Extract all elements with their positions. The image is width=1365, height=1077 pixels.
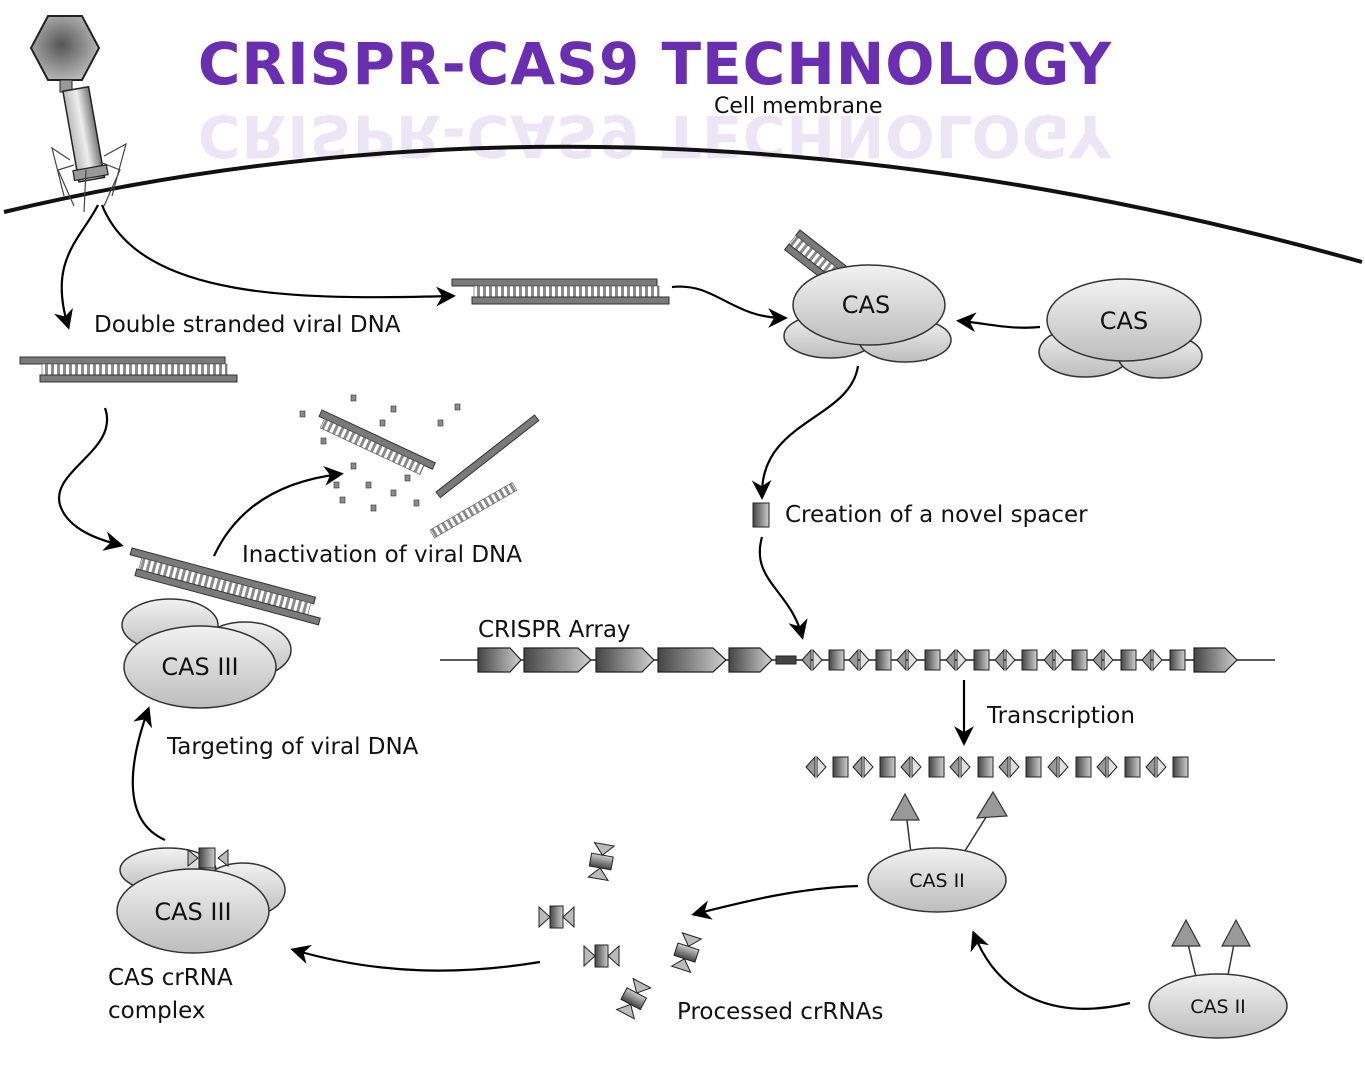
cas2-free-protein: CAS II (1148, 918, 1288, 1039)
arrow-free-cas2-to-bound (970, 930, 1131, 1010)
cas3-targeting-label: CAS III (161, 653, 238, 681)
novel-spacer (752, 502, 770, 528)
arrow-free-cas-to-complex (956, 312, 1041, 333)
label-cas-crrna-line1: CAS crRNA (108, 965, 233, 991)
cas2-bound-protein: CAS II (867, 790, 1009, 913)
cas3-crrna-complex: CAS III (116, 847, 286, 954)
label-targeting: Targeting of viral DNA (166, 734, 419, 760)
label-crispr-array: CRISPR Array (478, 617, 631, 643)
arrow-cas-to-spacer (751, 365, 860, 500)
arrow-phage-to-cas-dna (100, 204, 456, 307)
degraded-viral-dna (299, 394, 540, 539)
cas3-complex-label: CAS III (154, 898, 231, 926)
label-transcription: Transcription (986, 703, 1135, 729)
arrow-dna-to-cas (671, 285, 788, 328)
diagram-title-reflection: CRISPR-CAS9 TECHNOLOGY (198, 102, 1112, 170)
viral-dsdna-left (19, 356, 238, 383)
cas-complex-with-dna: CAS (783, 229, 952, 363)
label-creation-spacer: Creation of a novel spacer (785, 502, 1088, 528)
label-cell-membrane: Cell membrane (714, 94, 882, 119)
processed-crrnas (538, 841, 703, 1020)
cas3-targeting-complex: CAS III (121, 547, 321, 709)
arrow-crrnas-to-complex (290, 944, 541, 972)
cas-genes (477, 647, 797, 673)
label-processed-crrnas: Processed crRNAs (677, 999, 883, 1025)
label-cas-crrna-line2: complex (108, 998, 205, 1024)
arrow-inactivation (213, 466, 344, 557)
label-double-stranded-dna: Double stranded viral DNA (94, 312, 401, 338)
cas-free-protein: CAS (1038, 278, 1203, 379)
cas2-free-label: CAS II (1190, 996, 1246, 1018)
crispr-array (440, 647, 1275, 673)
arrow-cas2-to-crrnas (691, 884, 859, 920)
arrow-dsdna-to-cas3 (57, 407, 124, 551)
arrow-phage-to-dsdna (53, 204, 99, 330)
diagram-title: CRISPR-CAS9 TECHNOLOGY (198, 30, 1112, 98)
bacteriophage-icon (29, 15, 127, 213)
arrow-spacer-to-array (758, 536, 808, 640)
pre-crrna-transcript (805, 756, 1189, 778)
arrow-complex-to-targeting (131, 706, 166, 842)
cas-complex-label: CAS (842, 291, 890, 319)
viral-dsdna-top (451, 278, 670, 305)
cas-free-label: CAS (1100, 307, 1148, 335)
repeat-spacer-units (801, 647, 1238, 673)
label-inactivation: Inactivation of viral DNA (242, 542, 522, 568)
cell-membrane (3, 144, 1363, 264)
cas2-bound-label: CAS II (909, 870, 965, 892)
